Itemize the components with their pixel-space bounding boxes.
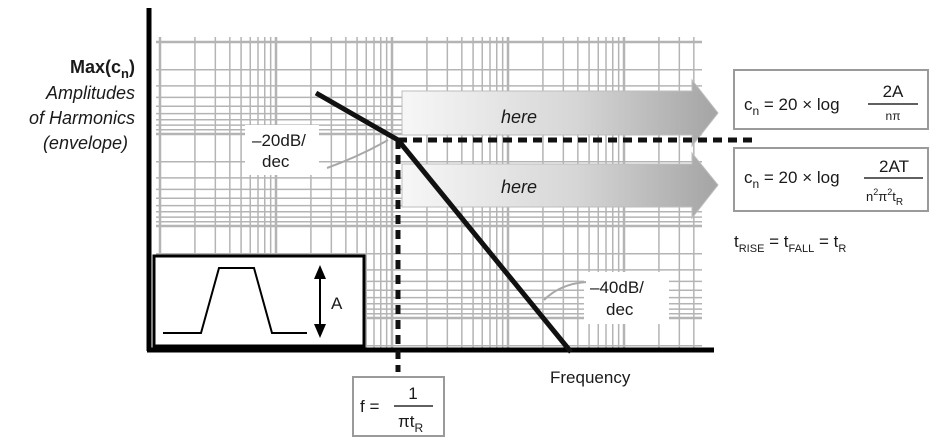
y-axis-line1: Amplitudes [45, 83, 135, 103]
y-axis-title: Max(cn) [70, 57, 135, 81]
formula-lower-denominator: n2π2tR [866, 187, 903, 208]
formula-lower-numerator: 2AT [879, 157, 909, 176]
slope-40db-leader [543, 281, 587, 301]
slope-label-40db: –40dB/ dec [543, 272, 669, 324]
slope-40db-line2: dec [606, 300, 634, 319]
trapezoid-inset: A [152, 254, 366, 348]
formula-box-upper: cn = 20 × log 2A nπ [733, 69, 929, 130]
formula-upper-denominator: nπ [886, 109, 901, 123]
formula-box-lower: cn = 20 × log 2AT n2π2tR [733, 147, 929, 212]
upper-arrow-label: here [501, 107, 537, 127]
trapezoid-pulse [163, 267, 307, 334]
y-axis-line2: of Harmonics [29, 108, 135, 128]
formula-upper-lhs: cn = 20 × log [744, 95, 840, 118]
slope-20db-line2: dec [262, 152, 290, 171]
amplitude-arrow-bottom [314, 324, 326, 338]
corner-frequency-box: f = 1 πtR [352, 376, 445, 437]
slope-20db-line1: –20dB/ [252, 131, 306, 150]
upper-arrow [401, 78, 719, 148]
slope-40db-line1: –40dB/ [590, 278, 644, 297]
x-axis-label: Frequency [550, 368, 631, 387]
corner-formula-lhs: f = [360, 397, 379, 416]
lower-arrow [401, 151, 719, 220]
lower-arrow-label: here [501, 177, 537, 197]
corner-formula-denominator: πtR [398, 412, 423, 435]
rise-fall-equation: tRISE = tFALL = tR [734, 232, 846, 255]
formula-upper-numerator: 2A [883, 82, 904, 101]
formula-lower-lhs: cn = 20 × log [744, 168, 840, 191]
amplitude-label: A [331, 294, 343, 313]
y-axis-line3: (envelope) [43, 133, 128, 153]
amplitude-arrow-top [314, 265, 326, 279]
slope-20db-leader [326, 139, 389, 169]
corner-formula-numerator: 1 [408, 384, 417, 403]
slope-label-20db: –20dB/ dec [245, 125, 389, 175]
